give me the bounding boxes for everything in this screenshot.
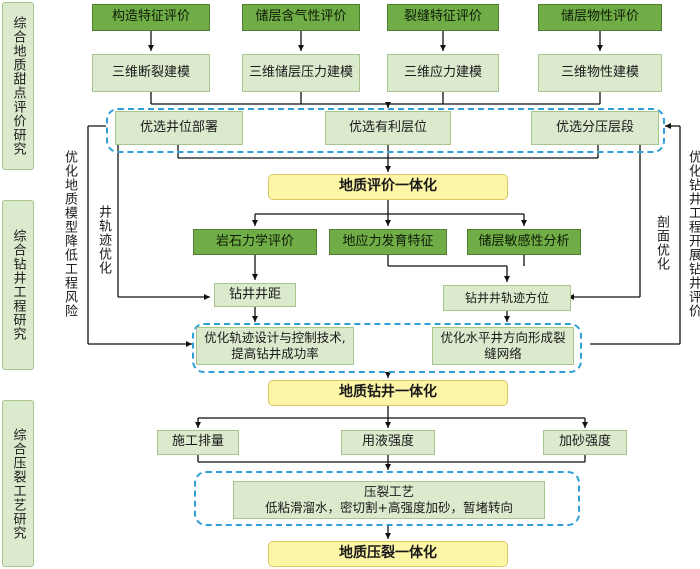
node-well-placement: 优选井位部署 <box>115 111 243 145</box>
label-drilling-eval: 优化钻井工程开展钻井评价 <box>686 150 700 318</box>
node-sensitivity: 储层敏感性分析 <box>467 229 581 255</box>
node-fluid-intensity: 用液强度 <box>341 430 435 455</box>
node-physical-eval: 储层物性评价 <box>538 4 662 31</box>
frac-process-title: 压裂工艺 <box>363 484 414 500</box>
node-rock-mechanics: 岩石力学评价 <box>193 229 317 255</box>
integration-fracturing: 地质压裂一体化 <box>268 541 508 567</box>
node-fracture-interval: 优选分压层段 <box>531 111 659 145</box>
sidebar-fracturing: 综合压裂工艺研究 <box>2 400 34 567</box>
frac-process-detail: 低粘滑溜水，密切割+高强度加砂，暂堵转向 <box>265 500 513 515</box>
integration-drilling: 地质钻井一体化 <box>268 380 508 406</box>
sidebar-fracturing-label: 综合压裂工艺研究 <box>10 427 26 540</box>
sidebar-geology-label: 综合地质甜点评价研究 <box>10 16 26 156</box>
node-frac-process: 压裂工艺 低粘滑溜水，密切割+高强度加砂，暂堵转向 <box>233 481 545 519</box>
label-profile-opt: 剖面优化 <box>654 215 669 271</box>
drilling-optimization-group <box>192 323 582 373</box>
integration-geology: 地质评价一体化 <box>268 174 508 200</box>
node-pump-rate: 施工排量 <box>157 430 239 455</box>
node-favorable-layer: 优选有利层位 <box>325 111 451 145</box>
node-horizontal-direction: 优化水平井方向形成裂缝网络 <box>432 327 574 365</box>
node-sand-intensity: 加砂强度 <box>543 430 627 455</box>
sidebar-drilling: 综合钻井工程研究 <box>2 200 34 370</box>
label-geomodel-risk: 优化地质模型降低工程风险 <box>62 150 77 318</box>
node-trajectory-design: 优化轨迹设计与控制技术,提高钻井成功率 <box>196 327 354 365</box>
node-trajectory-azimuth: 钻井井轨迹方位 <box>443 285 571 311</box>
label-trajectory-opt: 井轨迹优化 <box>96 205 111 275</box>
node-stress-features: 地应力发育特征 <box>329 229 447 255</box>
node-pressure-model: 三维储层压力建模 <box>242 54 360 92</box>
node-structure-eval: 构造特征评价 <box>92 4 210 31</box>
node-property-model: 三维物性建模 <box>538 54 662 92</box>
node-stress-model: 三维应力建模 <box>387 54 499 92</box>
node-fault-model: 三维断裂建模 <box>92 54 210 92</box>
node-fracture-eval: 裂缝特征评价 <box>387 4 499 31</box>
fracturing-process-group <box>194 471 580 526</box>
sidebar-geology: 综合地质甜点评价研究 <box>2 2 34 170</box>
node-gas-eval: 储层含气性评价 <box>242 4 360 31</box>
node-well-spacing: 钻井井距 <box>214 283 296 307</box>
optimization-group <box>106 108 665 153</box>
sidebar-drilling-label: 综合钻井工程研究 <box>10 229 26 341</box>
